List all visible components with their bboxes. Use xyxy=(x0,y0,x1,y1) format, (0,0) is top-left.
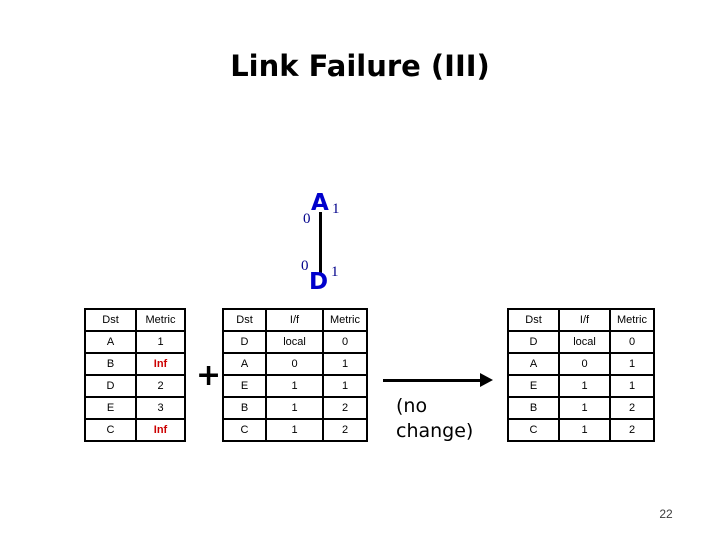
table-header-cell: Metric xyxy=(135,308,186,332)
table-cell: local xyxy=(265,330,324,354)
table-header-cell: Dst xyxy=(222,308,267,332)
table-cell: 1 xyxy=(558,396,611,420)
table-cell: 1 xyxy=(322,352,368,376)
table-cell: A xyxy=(507,352,560,376)
table-cell: 1 xyxy=(558,418,611,442)
table-cell: 2 xyxy=(322,418,368,442)
table-cell: A xyxy=(222,352,267,376)
table-cell: D xyxy=(84,374,137,398)
no-change-line1: (no xyxy=(396,395,428,417)
table-cell: B xyxy=(84,352,137,376)
port-a-1-label: 1 xyxy=(332,201,340,217)
table-cell: 2 xyxy=(135,374,186,398)
no-change-line2: change) xyxy=(396,420,474,442)
link-line xyxy=(319,212,322,273)
result-arrow xyxy=(383,379,482,382)
table-cell: E xyxy=(507,374,560,398)
table-cell: 3 xyxy=(135,396,186,420)
table-cell: 1 xyxy=(135,330,186,354)
table-cell: 2 xyxy=(609,418,655,442)
table-cell: 1 xyxy=(265,396,324,420)
table-cell: 2 xyxy=(609,396,655,420)
table-cell: B xyxy=(222,396,267,420)
node-d-label: D xyxy=(309,269,329,295)
table-cell: B xyxy=(507,396,560,420)
table-header-cell: Dst xyxy=(507,308,560,332)
table-cell: 1 xyxy=(265,374,324,398)
table-cell: C xyxy=(507,418,560,442)
table-header-cell: Metric xyxy=(609,308,655,332)
table-header-cell: I/f xyxy=(265,308,324,332)
table-cell: 2 xyxy=(322,396,368,420)
page-number: 22 xyxy=(659,507,673,521)
table-cell: 1 xyxy=(558,374,611,398)
table-cell: 0 xyxy=(265,352,324,376)
table-cell: C xyxy=(222,418,267,442)
table-cell: D xyxy=(507,330,560,354)
node-a-label: A xyxy=(311,190,329,216)
table-cell: 0 xyxy=(322,330,368,354)
table-cell: 0 xyxy=(558,352,611,376)
table-cell: Inf xyxy=(135,418,186,442)
table-cell: 1 xyxy=(609,352,655,376)
table-cell: E xyxy=(84,396,137,420)
table-cell: A xyxy=(84,330,137,354)
plus-operator: + xyxy=(196,358,222,393)
table-cell: 1 xyxy=(609,374,655,398)
table-cell: E xyxy=(222,374,267,398)
table-header-cell: I/f xyxy=(558,308,611,332)
table-header-cell: Metric xyxy=(322,308,368,332)
no-change-annotation: (no change) xyxy=(396,394,473,444)
table-cell: 0 xyxy=(609,330,655,354)
table-cell: C xyxy=(84,418,137,442)
port-d-1-label: 1 xyxy=(331,264,339,280)
table-cell: D xyxy=(222,330,267,354)
port-a-0-label: 0 xyxy=(303,211,311,227)
table-cell: local xyxy=(558,330,611,354)
result-arrow-head xyxy=(480,373,493,387)
slide-title: Link Failure (III) xyxy=(230,49,490,83)
table-cell: 1 xyxy=(322,374,368,398)
table-cell: Inf xyxy=(135,352,186,376)
table-header-cell: Dst xyxy=(84,308,137,332)
table-cell: 1 xyxy=(265,418,324,442)
port-d-0-label: 0 xyxy=(301,258,309,274)
